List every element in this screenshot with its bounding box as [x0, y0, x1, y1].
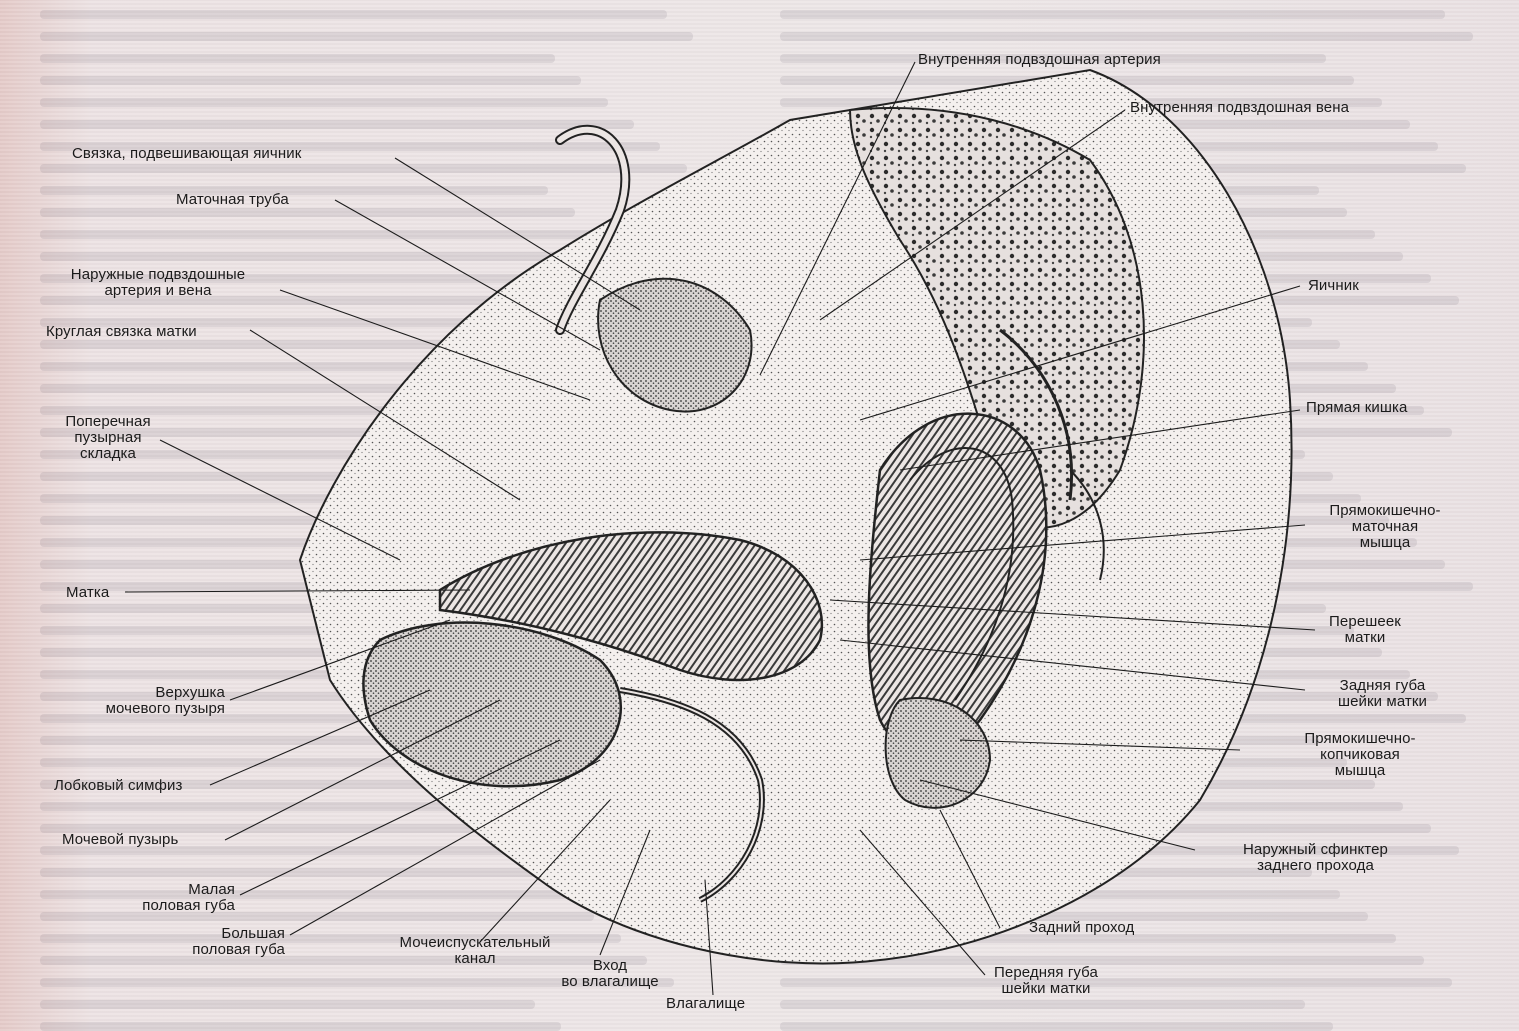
label-pubic-symphysis: Лобковый симфиз [54, 778, 182, 794]
label-rectouterine-muscle: Прямокишечно- маточная мышца [1305, 503, 1465, 551]
label-suspensory-ligament: Связка, подвешивающая яичник [72, 146, 301, 162]
label-posterior-cervical-lip: Задняя губа шейки матки [1310, 678, 1455, 710]
label-round-ligament: Круглая связка матки [46, 324, 197, 340]
label-ovary: Яичник [1308, 278, 1359, 294]
label-rectum: Прямая кишка [1306, 400, 1407, 416]
body-outline [300, 70, 1292, 963]
label-bladder-apex: Верхушка мочевого пузыря [40, 685, 225, 717]
label-internal-iliac-artery: Внутренняя подвздошная артерия [918, 52, 1161, 68]
label-urinary-bladder: Мочевой пузырь [62, 832, 178, 848]
label-internal-iliac-vein: Внутренняя подвздошная вена [1130, 100, 1349, 116]
label-fallopian-tube: Маточная труба [176, 192, 289, 208]
label-uterus: Матка [66, 585, 109, 601]
label-external-anal-sphincter: Наружный сфинктер заднего прохода [1198, 842, 1433, 874]
label-vagina: Влагалище [666, 996, 745, 1012]
label-transverse-vesical-fold: Поперечная пузырная складка [38, 414, 178, 462]
label-rectococcygeal-muscle: Прямокишечно- копчиковая мышца [1260, 731, 1460, 779]
label-uterine-isthmus: Перешеек матки [1310, 614, 1420, 646]
label-external-iliac: Наружные подвздошные артерия и вена [42, 267, 274, 299]
label-vaginal-entrance: Вход во влагалище [525, 958, 695, 990]
label-anterior-cervical-lip: Передняя губа шейки матки [966, 965, 1126, 997]
label-anus: Задний проход [1029, 920, 1134, 936]
label-labia-minora: Малая половая губа [80, 882, 235, 914]
label-labia-majora: Большая половая губа [120, 926, 285, 958]
